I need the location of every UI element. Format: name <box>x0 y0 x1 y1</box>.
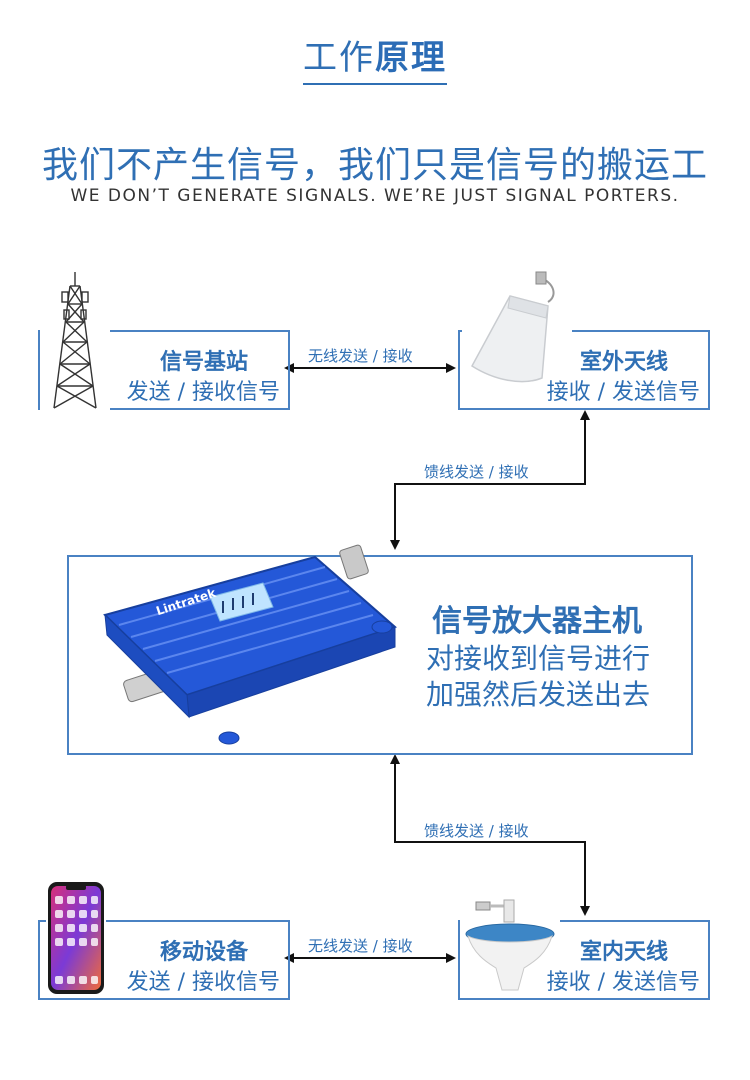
page-title-part1: 工作 <box>303 38 375 78</box>
outdoor-antenna-title: 室外天线 <box>579 350 668 375</box>
indoor-antenna-box <box>458 920 710 1000</box>
base-station-desc: 发送 / 接收信号 <box>126 380 280 405</box>
edge-label-bottom-wireless: 无线发送 / 接收 <box>308 937 413 955</box>
mobile-device-title: 移动设备 <box>159 940 248 965</box>
mobile-device-box <box>38 920 290 1000</box>
amplifier-desc-line1: 对接收到信号进行 <box>426 642 651 675</box>
edge-label-top-wireless: 无线发送 / 接收 <box>308 347 413 365</box>
amplifier-box <box>67 555 693 755</box>
slogan-chinese: 我们不产生信号，我们只是信号的搬运工 <box>41 145 708 186</box>
tower-icon <box>40 268 110 410</box>
indoor-antenna-desc: 接收 / 发送信号 <box>546 970 700 995</box>
arrow-feeder-lower <box>390 754 590 916</box>
base-station-title: 信号基站 <box>159 350 248 375</box>
page-title: 工作原理 <box>303 30 447 85</box>
outdoor-antenna-box <box>458 330 710 410</box>
header: 工作原理 <box>0 30 750 85</box>
amplifier-desc-line2: 加强然后发送出去 <box>426 678 651 711</box>
base-station-box <box>38 330 290 410</box>
amplifier-title: 信号放大器主机 <box>432 604 642 639</box>
arrow-feeder-upper <box>390 410 590 550</box>
amplifier-icon <box>95 535 405 750</box>
slogan-english: WE DON’T GENERATE SIGNALS. WE’RE JUST SI… <box>70 186 680 206</box>
edge-label-feeder-lower: 馈线发送 / 接收 <box>424 822 529 840</box>
page-title-part2: 原理 <box>375 38 447 78</box>
mobile-device-desc: 发送 / 接收信号 <box>126 970 280 995</box>
outdoor-antenna-desc: 接收 / 发送信号 <box>546 380 700 405</box>
outdoor-antenna-icon <box>462 268 572 388</box>
phone-icon <box>46 880 106 996</box>
indoor-antenna-title: 室内天线 <box>579 940 668 965</box>
ceiling-antenna-icon <box>460 890 560 994</box>
edge-label-feeder-upper: 馈线发送 / 接收 <box>424 463 529 481</box>
